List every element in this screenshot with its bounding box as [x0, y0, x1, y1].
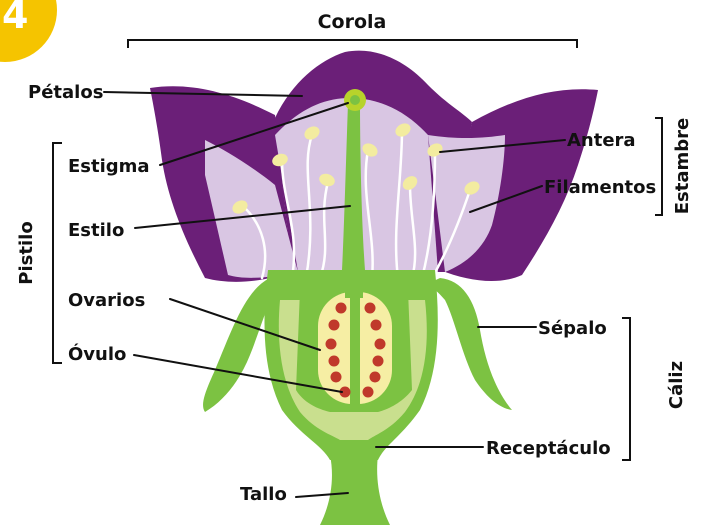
ovule	[373, 356, 384, 367]
label-estambre: Estambre	[672, 118, 693, 215]
ovule	[329, 356, 340, 367]
ovule	[375, 339, 386, 350]
pistilo-bracket	[53, 143, 62, 363]
sepal-right	[425, 278, 512, 410]
label-caliz: Cáliz	[666, 361, 687, 409]
ovule	[365, 303, 376, 314]
ovule	[363, 387, 374, 398]
stigma-center	[350, 95, 360, 105]
label-antera: Antera	[567, 130, 636, 151]
label-estilo: Estilo	[68, 220, 124, 241]
label-corola: Corola	[318, 11, 387, 33]
style-lower	[345, 268, 363, 298]
label-petalos: Pétalos	[28, 82, 103, 103]
label-pistilo: Pistilo	[16, 221, 37, 284]
label-receptaculo: Receptáculo	[486, 438, 611, 459]
ovule	[331, 372, 342, 383]
caliz-bracket	[622, 318, 630, 460]
ovule	[370, 372, 381, 383]
ovule	[329, 320, 340, 331]
stem	[320, 455, 390, 525]
ovule	[371, 320, 382, 331]
corner-badge: 4	[0, 0, 57, 62]
badge-number: 4	[2, 0, 28, 37]
estambre-bracket	[655, 118, 662, 215]
label-filamentos: Filamentos	[544, 177, 656, 198]
label-ovarios: Ovarios	[68, 290, 145, 311]
label-sepalo: Sépalo	[538, 318, 607, 339]
label-tallo: Tallo	[240, 484, 287, 505]
petals	[150, 51, 598, 282]
ovule	[336, 303, 347, 314]
corola-bracket	[128, 40, 577, 48]
label-ovulo: Óvulo	[68, 343, 126, 365]
ovary-septum	[350, 298, 360, 404]
label-estigma: Estigma	[68, 156, 150, 177]
ovule	[326, 339, 337, 350]
